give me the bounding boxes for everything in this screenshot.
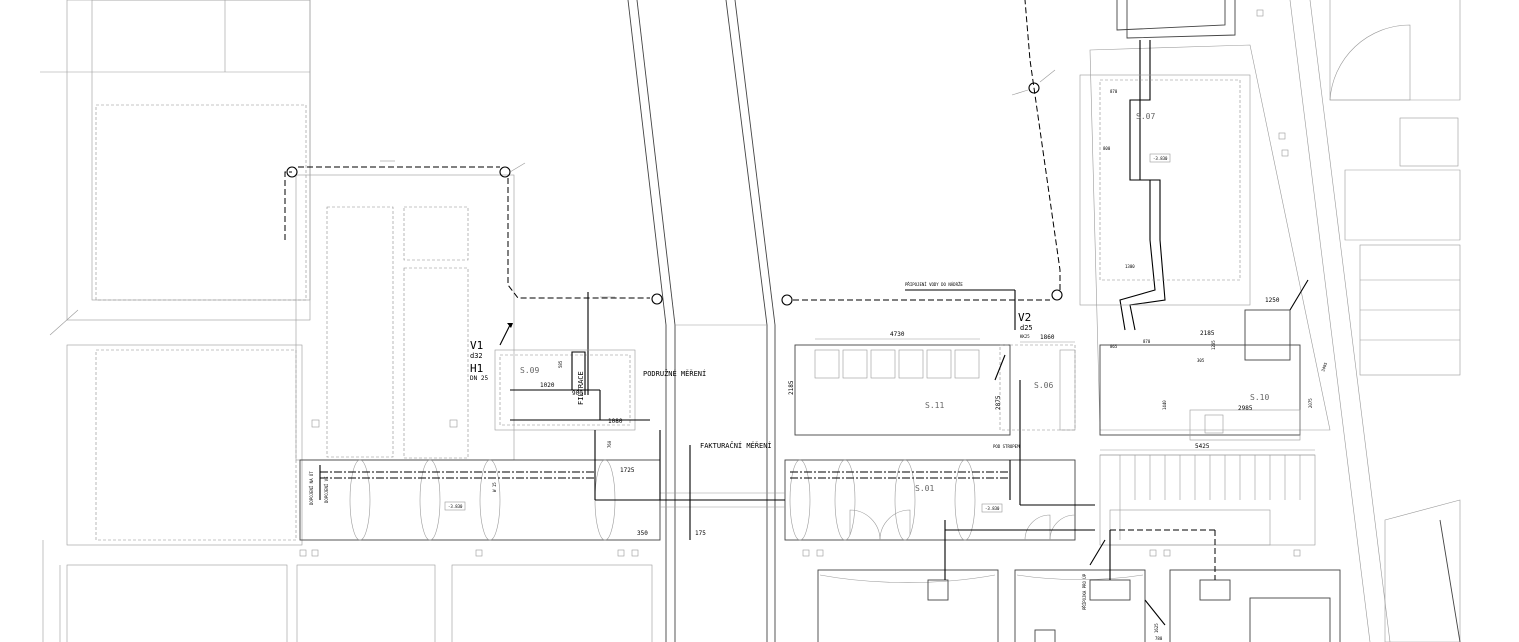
dim-1625: 1625 [1154,623,1159,633]
main-pipes [319,380,1095,540]
w15-label: W 15 [492,482,497,492]
dim-2875: 2875 [995,395,1002,410]
dim-865: 865 [1110,344,1118,349]
level-left: -3.830 [448,504,463,509]
dim-1020: 1020 [540,382,555,389]
left-structure [40,0,653,642]
dim-870b: 870 [1143,339,1151,344]
dim-305: 305 [1197,358,1205,363]
dim-1080: 1080 [608,418,623,425]
dim-900: 900 [572,390,583,397]
room-s11-label: S.11 [925,401,944,410]
dim-2075: 2075 [1308,398,1313,408]
dopojeni-ve-label: DOPOJENÍ VE [324,476,329,503]
dim-5425: 5425 [1195,443,1210,450]
dim-2185: 2185 [788,380,795,395]
dim-2185b: 2185 [1200,330,1215,337]
level-mid: -3.830 [985,506,1000,511]
v1-tag: V1 [470,339,483,352]
v2-diam: d25 [1020,324,1033,332]
h1-dn: DN 25 [470,375,488,382]
dim-1300: 1300 [1125,264,1135,269]
dim-1250: 1250 [1265,297,1280,304]
dim-870: 870 [1110,89,1118,94]
bottom-rooms [817,509,1341,642]
v2-sub: KK25 [1020,334,1030,339]
pipe-route-right [781,0,1063,330]
fakturacni-mereni-label: FAKTURAČNÍ MĚŘENÍ [700,441,772,450]
arrows [49,279,1309,566]
dim-1205: 1205 [1211,340,1216,350]
h1-tag: H1 [470,362,483,375]
v2-tag: V2 [1018,311,1031,324]
dopojeni-na-ut-label: DOPOJENÍ NA ÚT [309,471,314,505]
dim-2985: 2985 [1238,405,1253,412]
dim-1725: 1725 [620,467,635,474]
room-s09-label: S.09 [520,366,539,375]
room-s06-label: S.06 [1034,381,1053,390]
room-s01-label: S.01 [915,484,934,493]
room-s09 [494,349,650,431]
right-structure [1079,0,1461,642]
v1-diam: d32 [470,352,483,360]
dim-3485: 3485 [1320,361,1328,372]
filtrace-label: FILTRACE [577,371,585,405]
pripojeni-vody-label: PŘIPOJENÍ VODY DO NÁDRŽE [905,282,963,287]
pod-stropem-label: POD STROPEM [993,444,1020,449]
dim-760: 760 [607,440,612,448]
dim-800: 800 [1103,146,1111,151]
podruzne-mereni-label: PODRUŽNÉ MĚŘENÍ [643,369,706,378]
room-s07-label: S.07 [1136,112,1155,121]
room-s10-label: S.10 [1250,393,1269,402]
pripojka-label: PŘÍPOJKA PRO ÚP [1082,573,1087,610]
level-right: -3.830 [1153,156,1168,161]
rail-corridor [627,0,776,642]
markers [299,9,1301,557]
room-s11 [794,344,1076,436]
dim-175: 175 [695,530,706,537]
dim-350: 350 [637,530,648,537]
dim-780: 780 [1155,636,1163,641]
dim-4730: 4730 [890,331,905,338]
dim-1860: 1860 [1040,334,1055,341]
pipe-route-left [284,160,663,395]
dim-1440: 1440 [1162,400,1167,410]
dim-585: 585 [558,360,563,368]
